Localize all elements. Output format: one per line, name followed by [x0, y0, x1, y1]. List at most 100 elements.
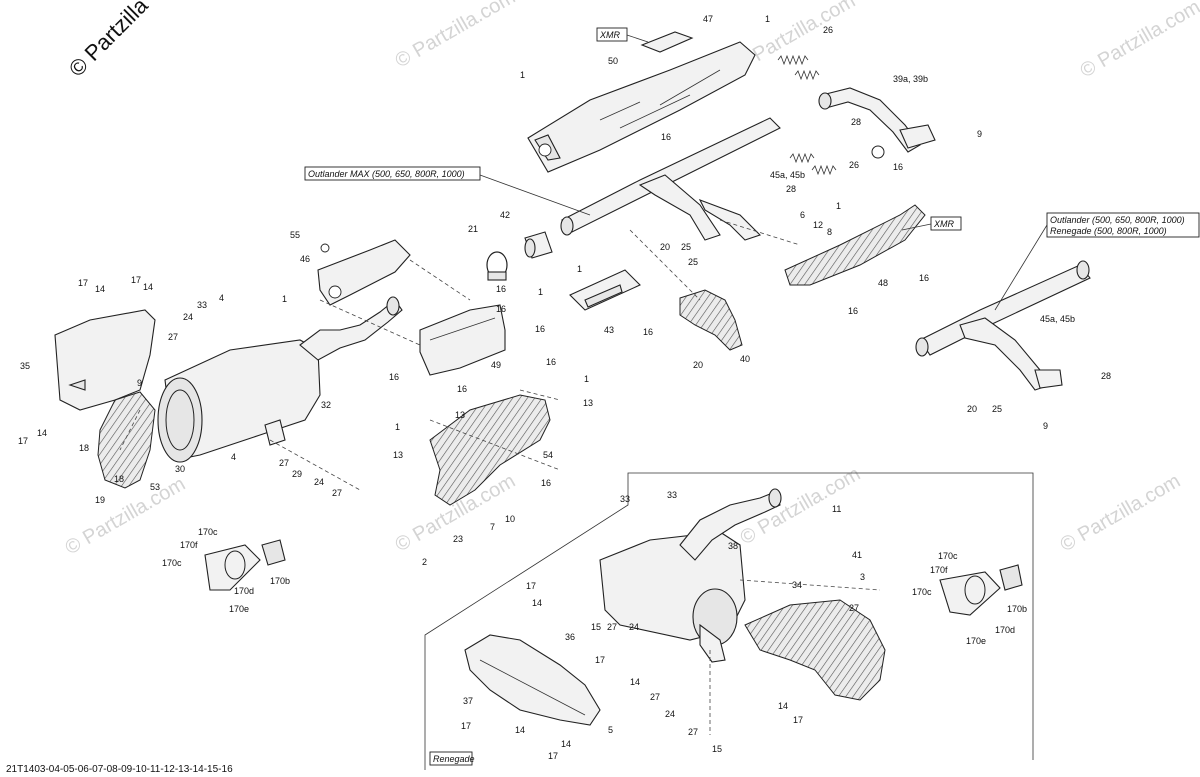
part-number-label: 27: [168, 332, 178, 342]
part-number-label: 39a, 39b: [893, 74, 928, 84]
callout-outlander-renegade: Outlander (500, 650, 800R, 1000) Renegad…: [994, 212, 1200, 311]
part-number-label: 13: [455, 410, 465, 420]
part-number-label: 14: [561, 739, 571, 749]
part-number-label: 1: [520, 70, 525, 80]
part-number-label: 24: [314, 477, 324, 487]
part-number-label: 16: [661, 132, 671, 142]
part-number-label: 14: [143, 282, 153, 292]
part-number-label: 32: [321, 400, 331, 410]
part-number-label: 11: [832, 504, 841, 514]
part-number-label: 20: [693, 360, 703, 370]
muffler-32: [157, 296, 403, 463]
part-number-label: 16: [457, 384, 467, 394]
watermark: © Partzilla.com: [1057, 470, 1185, 556]
part-number-label: 35: [20, 361, 30, 371]
part-number-label: 14: [778, 701, 788, 711]
part-number-label: 18: [79, 443, 89, 453]
part-number-label: 5: [608, 725, 613, 735]
sleeve-42: [524, 231, 553, 259]
part-number-label: 4: [231, 452, 236, 462]
watermark: © Partzilla.com: [1077, 0, 1200, 82]
part-number-label: 170d: [995, 625, 1015, 635]
part-number-label: 26: [823, 25, 833, 35]
part-number-label: 48: [878, 278, 888, 288]
part-number-label: 45a, 45b: [770, 170, 805, 180]
heat-shield-49: [419, 304, 506, 376]
part-number-label: 50: [608, 56, 618, 66]
part-number-label: 45a, 45b: [1040, 314, 1075, 324]
part-number-label: 24: [629, 622, 639, 632]
part-number-label: 34: [792, 580, 802, 590]
part-number-label: 1: [282, 294, 287, 304]
part-number-label: 1: [577, 264, 582, 274]
diagram-code: 21T1403-04-05-06-07-08-09-10-11-12-13-14…: [6, 764, 233, 775]
spring-26-top: [777, 54, 820, 81]
part-number-label: 170e: [966, 636, 986, 646]
gasket-assembly-170-left: [204, 539, 286, 591]
svg-text:XMR: XMR: [599, 30, 621, 40]
part-number-label: 15: [712, 744, 722, 754]
heat-shield-35: [54, 309, 156, 411]
part-number-label: 16: [643, 327, 653, 337]
part-number-label: 170c: [162, 558, 182, 568]
part-number-label: 21: [468, 224, 478, 234]
part-number-label: 30: [175, 464, 185, 474]
heat-shield-48: [784, 204, 926, 286]
svg-text:Renegade (500, 800R, 1000): Renegade (500, 800R, 1000): [1050, 226, 1167, 236]
part-number-label: 16: [389, 372, 399, 382]
part-number-label: 54: [543, 450, 553, 460]
part-number-label: 14: [95, 284, 105, 294]
part-number-label: 24: [665, 709, 675, 719]
part-number-label: 18: [114, 474, 124, 484]
part-number-label: 17: [461, 721, 471, 731]
part-number-label: 12: [813, 220, 823, 230]
heat-shield-36: [744, 599, 886, 701]
part-number-label: 13: [393, 450, 403, 460]
part-number-label: 27: [607, 622, 617, 632]
part-number-label: 16: [496, 284, 506, 294]
part-number-label: 13: [583, 398, 593, 408]
part-number-label: 27: [650, 692, 660, 702]
part-number-label: 17: [18, 436, 28, 446]
part-number-label: 25: [992, 404, 1002, 414]
part-number-label: 38: [728, 541, 738, 551]
clamp-21: [486, 251, 508, 281]
part-number-label: 16: [919, 273, 929, 283]
part-number-label: 55: [290, 230, 300, 240]
part-number-label: 3: [860, 572, 865, 582]
part-number-label: 17: [78, 278, 88, 288]
part-number-label: 6: [800, 210, 805, 220]
spring-26-mid: [789, 152, 837, 176]
part-number-label: 9: [977, 129, 982, 139]
part-number-label: 47: [703, 14, 713, 24]
part-number-label: 7: [490, 522, 495, 532]
part-number-label: 25: [681, 242, 691, 252]
part-number-label: 17: [131, 275, 141, 285]
muffler-38: [599, 488, 782, 663]
part-number-label: 170b: [1007, 604, 1027, 614]
part-number-label: 14: [37, 428, 47, 438]
heat-shield-40: [679, 289, 743, 351]
dashed-guides: [119, 219, 881, 735]
part-number-label: 53: [150, 482, 160, 492]
part-number-label: 1: [836, 201, 841, 211]
heat-shield-37: [464, 634, 601, 726]
part-number-label: 1: [584, 374, 589, 384]
part-number-label: 27: [688, 727, 698, 737]
part-number-label: 16: [496, 304, 506, 314]
part-number-label: 20: [967, 404, 977, 414]
bracket-46: [317, 239, 411, 306]
part-number-label: 43: [604, 325, 614, 335]
part-number-label: 9: [1043, 421, 1048, 431]
part-number-label: 33: [197, 300, 207, 310]
heat-shield-54: [429, 394, 551, 506]
part-number-label: 2: [422, 557, 427, 567]
part-number-label: 1: [538, 287, 543, 297]
part-number-label: 8: [827, 227, 832, 237]
part-number-label: 23: [453, 534, 463, 544]
part-number-label: 170c: [912, 587, 932, 597]
part-number-label: 19: [95, 495, 105, 505]
svg-text:Outlander MAX (500, 650, 800R,: Outlander MAX (500, 650, 800R, 1000): [308, 169, 465, 179]
long-pipe-45: [560, 117, 781, 241]
